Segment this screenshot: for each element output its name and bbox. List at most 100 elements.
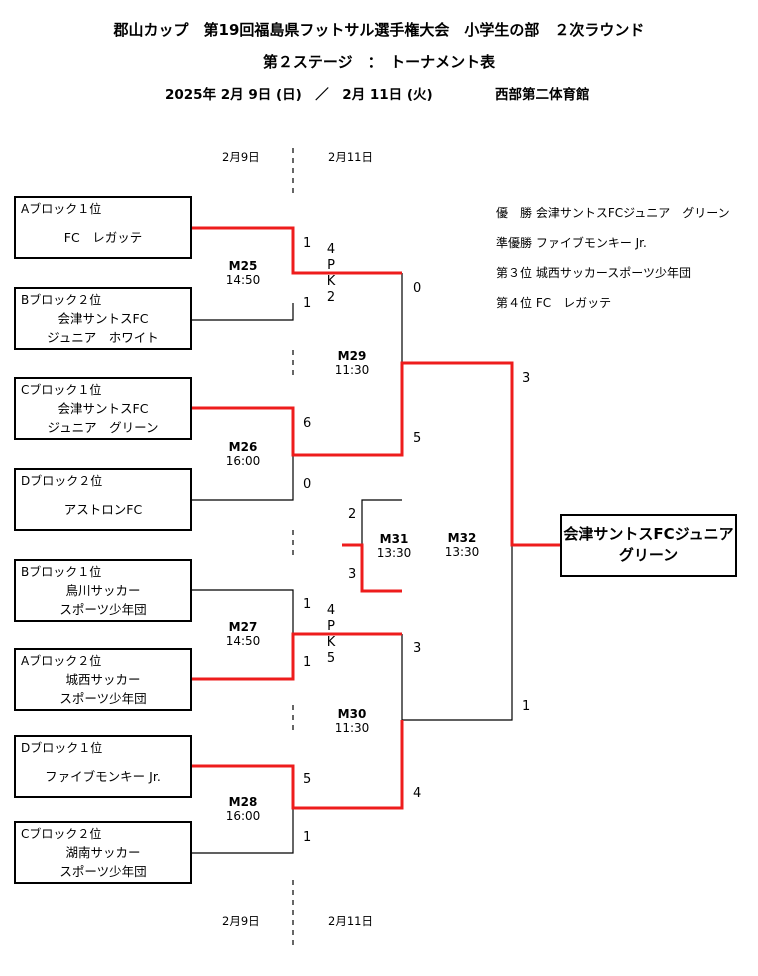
m31-top-line — [361, 499, 402, 545]
m25-bottom-line — [192, 303, 294, 321]
score-m29-top: 0 — [413, 281, 422, 296]
match-time: 14:50 — [225, 634, 261, 648]
team-name-line1: 会津サントスFC — [57, 401, 149, 416]
match-id: M32 — [447, 531, 477, 545]
score-m32-top: 3 — [522, 371, 531, 386]
match-time: 13:30 — [376, 546, 412, 560]
m27-winner-path — [192, 632, 402, 681]
team-name-line2: スポーツ少年団 — [59, 864, 147, 879]
result-1st: 優 勝 会津サントスFCジュニア グリーン — [496, 206, 730, 220]
team-box-a1: Aブロック１位 FC レガッテ — [14, 196, 192, 259]
team-name-line2: ジュニア グリーン — [47, 420, 159, 435]
team-box-c1: Cブロック１位 会津サントスFC ジュニア グリーン — [14, 377, 192, 440]
score-m26-top: 6 — [303, 416, 312, 431]
result-3rd: 第３位 城西サッカースポーツ少年団 — [496, 266, 691, 280]
team-box-c2: Cブロック２位 湖南サッカー スポーツ少年団 — [14, 821, 192, 884]
m25-winner-path — [192, 226, 402, 275]
block-label: Aブロック１位 — [21, 202, 102, 216]
match-m27: M27 14:50 — [208, 620, 278, 648]
result-4th: 第４位 FC レガッテ — [496, 296, 612, 310]
score-m25-top: 1 — [303, 236, 312, 251]
block-label: Bブロック２位 — [21, 293, 102, 307]
match-time: 11:30 — [334, 363, 370, 377]
match-m32: M32 13:30 — [427, 531, 497, 559]
event-dates: 2025年 2月 9日 (日) ／ 2月 11日 (火) — [165, 87, 433, 103]
m26-m29-m32-winner-path — [192, 361, 560, 547]
team-name-line1: 城西サッカー — [65, 672, 141, 687]
score-m26-bottom: 0 — [303, 477, 312, 492]
match-id: M28 — [228, 795, 258, 809]
block-label: Cブロック２位 — [21, 827, 102, 841]
block-label: Aブロック２位 — [21, 654, 102, 668]
m32-bottom-line — [402, 545, 513, 721]
score-m28-bottom: 1 — [303, 830, 312, 845]
champion-line2: グリーン — [618, 546, 679, 564]
match-time: 11:30 — [334, 721, 370, 735]
final-results: 優 勝 会津サントスFCジュニア グリーン 準優勝 ファイブモンキー Jr. 第… — [496, 205, 730, 325]
match-time: 14:50 — [225, 273, 261, 287]
team-name-line2: スポーツ少年団 — [59, 691, 147, 706]
result-2nd: 準優勝 ファイブモンキー Jr. — [496, 236, 647, 250]
match-time: 13:30 — [444, 545, 480, 559]
bracket-winner-lines — [192, 226, 560, 810]
match-id: M26 — [228, 440, 258, 454]
team-name: FC レガッテ — [63, 230, 143, 245]
match-id: M30 — [337, 707, 367, 721]
champion-box: 会津サントスFCジュニア グリーン — [560, 514, 737, 577]
match-m25: M25 14:50 — [208, 259, 278, 287]
m26-bottom-line — [192, 455, 294, 501]
team-name-line1: 会津サントスFC — [57, 311, 149, 326]
tournament-title: 郡山カップ 第19回福島県フットサル選手権大会 小学生の部 ２次ラウンド — [113, 21, 645, 39]
venue-name: 西部第二体育館 — [495, 87, 590, 103]
match-id: M31 — [379, 532, 409, 546]
team-box-a2: Aブロック２位 城西サッカー スポーツ少年団 — [14, 648, 192, 711]
m28-m30-winner-path — [192, 720, 404, 810]
team-box-d1: Dブロック１位 ファイブモンキー Jr. — [14, 735, 192, 798]
score-m27-bottom: 1 — [303, 655, 312, 670]
team-name-line2: スポーツ少年団 — [59, 602, 147, 617]
match-id: M25 — [228, 259, 258, 273]
team-box-d2: Dブロック２位 アストロンFC — [14, 468, 192, 531]
score-m29-bottom: 5 — [413, 431, 422, 446]
score-m31-top: 2 — [348, 507, 357, 522]
champion-line1: 会津サントスFCジュニア — [563, 525, 734, 543]
score-m32-bottom: 1 — [522, 699, 531, 714]
block-label: Dブロック２位 — [21, 474, 103, 488]
match-m28: M28 16:00 — [208, 795, 278, 823]
day1-label-top: 2月9日 — [222, 150, 260, 164]
block-label: Cブロック１位 — [21, 383, 102, 397]
match-id: M27 — [228, 620, 258, 634]
score-m25-bottom: 1 — [303, 296, 312, 311]
score-m30-bottom: 4 — [413, 786, 422, 801]
match-m31: M31 13:30 — [359, 532, 429, 560]
stage-subtitle: 第２ステージ ： トーナメント表 — [262, 53, 496, 71]
team-box-b1: Bブロック１位 鳥川サッカー スポーツ少年団 — [14, 559, 192, 622]
team-box-b2: Bブロック２位 会津サントスFC ジュニア ホワイト — [14, 287, 192, 350]
m27-top-line — [192, 589, 294, 634]
team-name-line2: ジュニア ホワイト — [47, 330, 159, 345]
match-time: 16:00 — [225, 809, 261, 823]
score-m27-top: 1 — [303, 597, 312, 612]
bracket-black-lines — [192, 273, 513, 854]
team-name: ファイブモンキー Jr. — [45, 769, 161, 784]
m31-winner-path — [342, 543, 402, 593]
match-m30: M30 11:30 — [317, 707, 387, 735]
team-name-line1: 鳥川サッカー — [65, 583, 141, 598]
score-m31-bottom: 3 — [348, 567, 357, 582]
score-m30-top: 3 — [413, 641, 422, 656]
day2-label-bottom: 2月11日 — [328, 914, 373, 928]
match-m29: M29 11:30 — [317, 349, 387, 377]
block-label: Dブロック１位 — [21, 741, 103, 755]
m28-bottom-line — [192, 808, 294, 854]
day2-label-top: 2月11日 — [328, 150, 373, 164]
team-name-line1: 湖南サッカー — [65, 845, 141, 860]
match-id: M29 — [337, 349, 367, 363]
team-name: アストロンFC — [63, 502, 143, 517]
match-time: 16:00 — [225, 454, 261, 468]
score-m28-top: 5 — [303, 772, 312, 787]
match-m26: M26 16:00 — [208, 440, 278, 468]
block-label: Bブロック１位 — [21, 565, 102, 579]
